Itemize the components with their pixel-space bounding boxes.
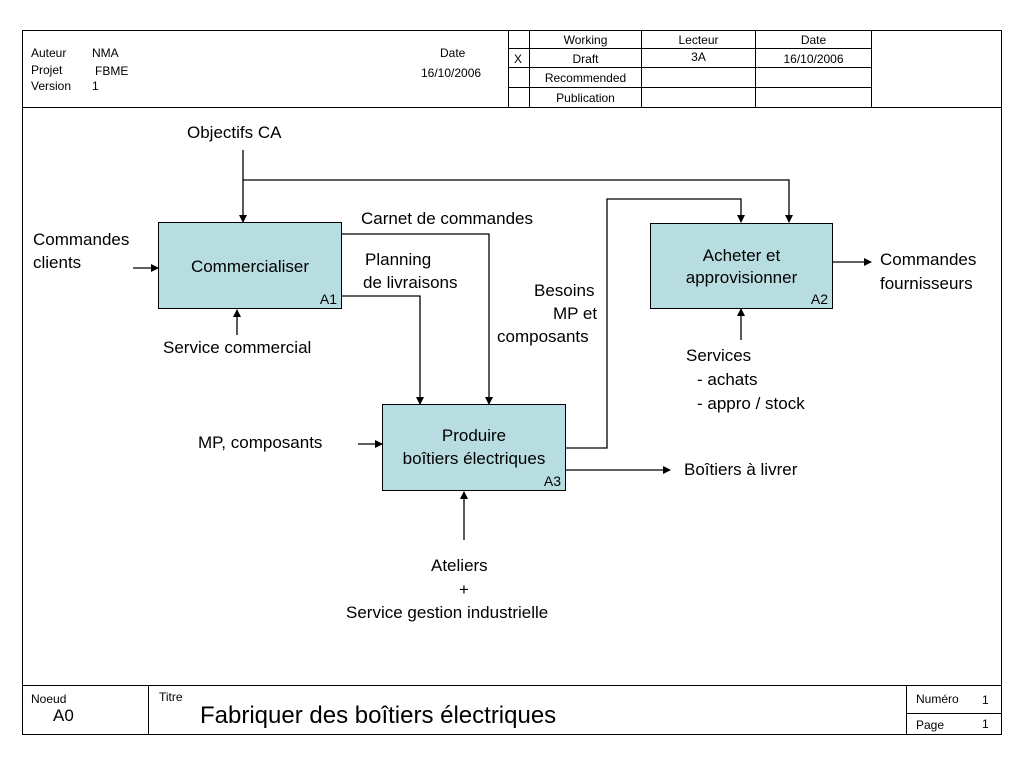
activity-title-a2-line2: approvisionner: [685, 268, 798, 287]
label-besoins-3: composants: [497, 327, 589, 346]
arrow-planning: [342, 295, 424, 405]
project-value: FBME: [95, 64, 129, 78]
status-working: Working: [563, 33, 608, 47]
reader-value: 3A: [691, 50, 706, 64]
version-value: 1: [92, 79, 99, 93]
label-commandes-fournisseurs-1: Commandes: [880, 250, 977, 269]
status-recommended: Recommended: [544, 71, 627, 85]
activity-box-a1[interactable]: Commercialiser A1: [158, 222, 342, 309]
status-draft: Draft: [572, 52, 599, 66]
page-value: 1: [982, 717, 989, 731]
arrow-carnet: [342, 233, 493, 405]
label-ateliers-1: Ateliers: [431, 556, 488, 575]
date-label: Date: [440, 46, 466, 60]
node-value: A0: [53, 706, 74, 725]
activity-title-a2-line1: Acheter et: [702, 246, 781, 265]
activity-code-a2: A2: [810, 291, 828, 307]
footer-frame: [22, 685, 1002, 735]
reader-label: Lecteur: [678, 33, 719, 47]
page-label: Page: [916, 718, 945, 732]
label-service-commercial: Service commercial: [163, 338, 312, 357]
author-label: Auteur: [31, 46, 67, 60]
label-besoins-2: MP et: [553, 304, 598, 323]
label-boitiers-a-livrer: Boîtiers à livrer: [684, 460, 798, 479]
node-label: Noeud: [31, 692, 67, 706]
title-label: Titre: [159, 690, 183, 704]
label-besoins-1: Besoins: [534, 281, 595, 300]
label-commandes-clients-1: Commandes: [33, 230, 130, 249]
date-value: 16/10/2006: [421, 66, 482, 80]
label-commandes-fournisseurs-2: fournisseurs: [880, 274, 973, 293]
label-mp-composants: MP, composants: [198, 433, 323, 452]
label-planning-2: de livraisons: [363, 273, 458, 292]
version-label: Version: [31, 79, 72, 93]
status-mark: X: [514, 52, 523, 66]
activity-box-a3[interactable]: Produire boîtiers électriques A3: [382, 404, 566, 491]
activity-box-a2[interactable]: Acheter et approvisionner A2: [650, 223, 833, 309]
label-planning-1: Planning: [365, 250, 432, 269]
arrow-objectifs-a2: [243, 179, 793, 223]
number-label: Numéro: [916, 692, 959, 706]
label-services-1: Services: [686, 346, 752, 365]
label-ateliers-3: Service gestion industrielle: [346, 603, 549, 622]
author-value: NMA: [92, 46, 119, 60]
label-carnet: Carnet de commandes: [361, 209, 533, 228]
status-publication: Publication: [556, 91, 615, 105]
activity-title-a1: Commercialiser: [190, 257, 310, 276]
reader-date-value: 16/10/2006: [783, 52, 844, 66]
activity-title-a3-line2: boîtiers électriques: [402, 449, 546, 468]
project-label: Projet: [31, 63, 63, 77]
activity-code-a1: A1: [319, 291, 337, 307]
activity-title-a3-line1: Produire: [441, 426, 507, 445]
diagram-title: Fabriquer des boîtiers électriques: [200, 702, 557, 729]
arrow-besoins: [566, 198, 745, 449]
reader-date-label: Date: [800, 33, 827, 47]
label-objectifs: Objectifs CA: [187, 123, 282, 142]
label-services-3: - appro / stock: [697, 394, 805, 413]
number-value: 1: [982, 693, 989, 707]
activity-code-a3: A3: [543, 473, 561, 489]
label-commandes-clients-2: clients: [33, 253, 82, 272]
label-services-2: - achats: [697, 370, 758, 389]
label-ateliers-2: +: [459, 580, 469, 599]
